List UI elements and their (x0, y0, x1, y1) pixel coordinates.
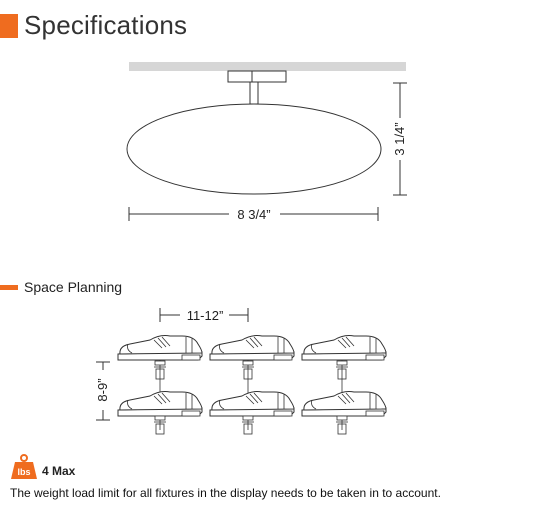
shoe-bottom-right (301, 391, 387, 417)
weight-note: The weight load limit for all fixtures i… (10, 486, 441, 500)
weight-limit: lbs 4 Max (10, 454, 75, 480)
spacing-width-dimension: 11-12” (159, 308, 249, 323)
spacing-height-label: 8-9” (95, 378, 110, 401)
shoe-top-left (117, 335, 203, 361)
space-planning-title: Space Planning (24, 279, 123, 295)
shoe-bottom-middle (209, 391, 295, 417)
width-label: 8 3/4” (237, 207, 270, 222)
mount-plate (227, 70, 287, 83)
specifications-header: Specifications (0, 10, 187, 41)
oval-platform (126, 103, 382, 195)
spacing-height-dimension: 8-9” (95, 361, 110, 421)
mount-stem (249, 81, 259, 105)
spacing-width-label: 11-12” (187, 308, 224, 323)
weight-icon: lbs (11, 454, 37, 479)
specifications-title: Specifications (24, 10, 188, 40)
height-dimension: 3 1/4” (392, 82, 407, 196)
weight-icon-text: lbs (17, 467, 30, 477)
weight-label: 4 Max (42, 464, 76, 478)
shoe-top-middle (209, 335, 295, 361)
width-dimension: 8 3/4” (128, 207, 379, 222)
shoe-bottom-left (117, 391, 203, 417)
section-accent-bar (0, 284, 18, 290)
shelf-bar (129, 62, 406, 71)
section-accent-bar (0, 13, 18, 38)
space-planning-header: Space Planning (0, 279, 122, 295)
height-label: 3 1/4” (392, 122, 407, 155)
shoe-top-right (301, 335, 387, 361)
